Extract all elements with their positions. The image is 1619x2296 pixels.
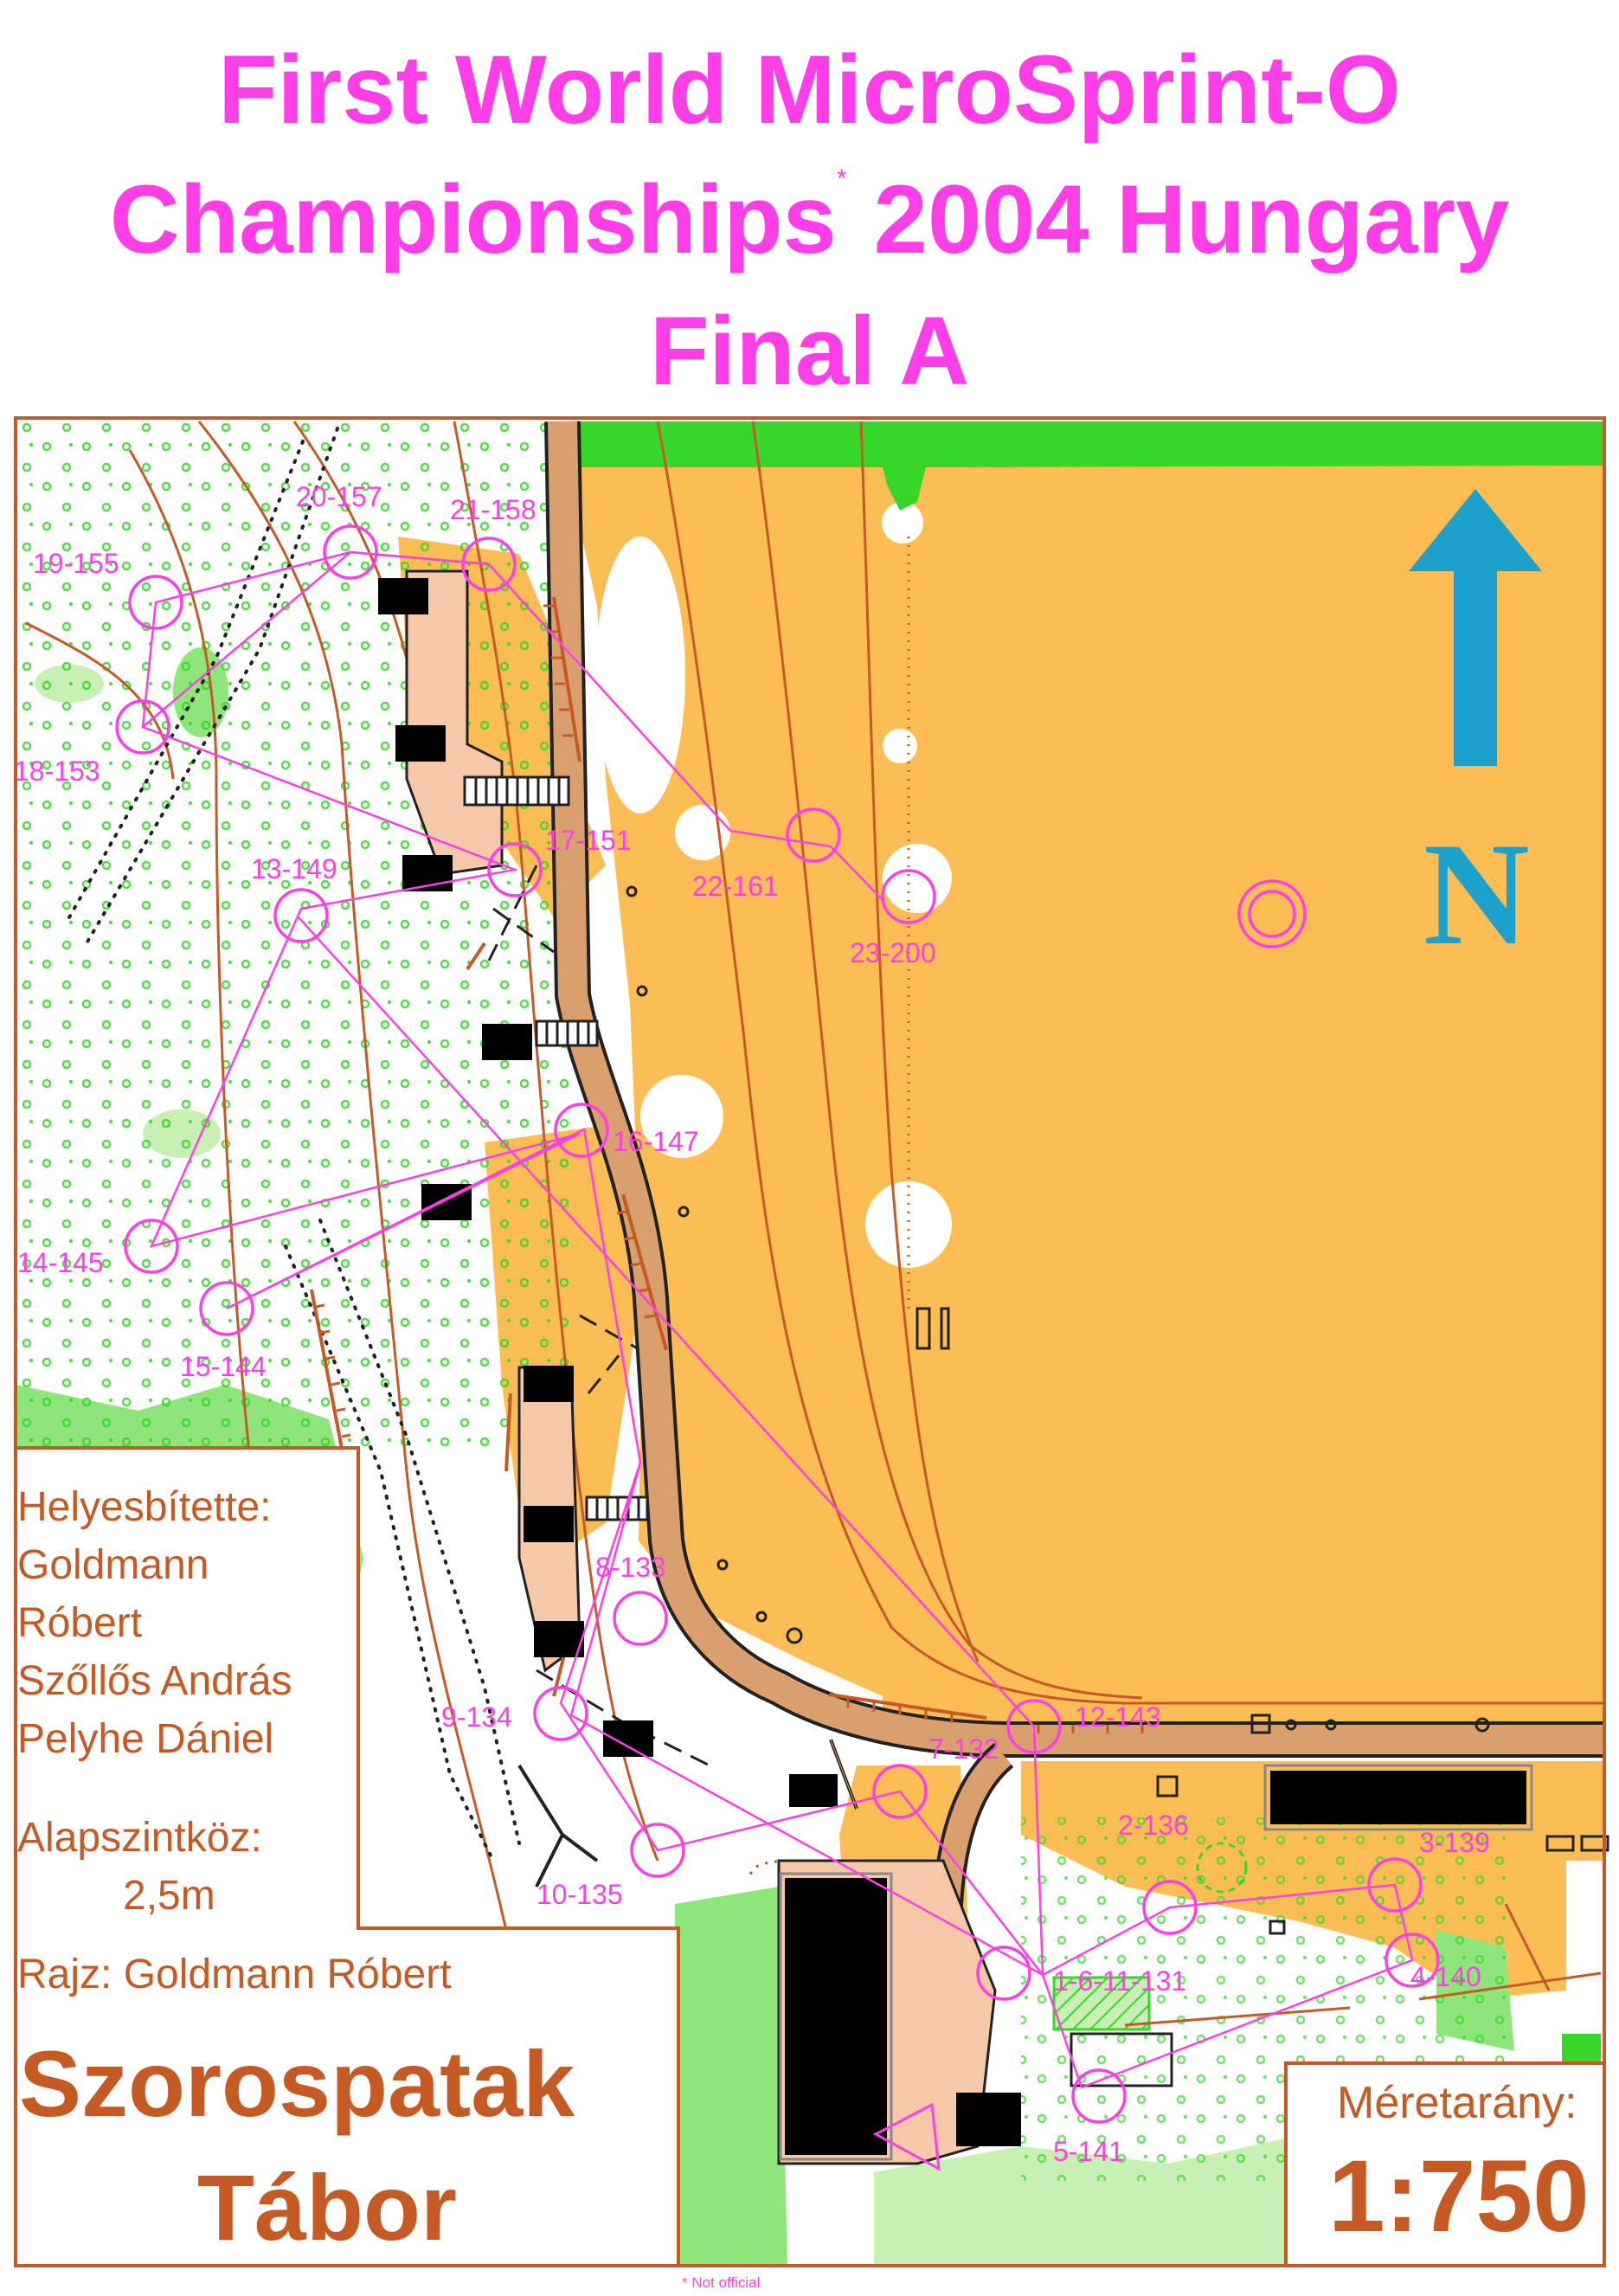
- corrector-name: Szőllős András: [17, 1658, 292, 1704]
- north-letter: N: [1423, 813, 1530, 975]
- title-line-1: First World MicroSprint-O: [218, 35, 1401, 144]
- control-label: 23-200: [850, 937, 936, 968]
- contour-value: 2,5m: [123, 1873, 215, 1919]
- building-large: [785, 1878, 887, 2155]
- contour-fragments: [1124, 1903, 1602, 2027]
- drawing-credit: Rajz: Goldmann Róbert: [17, 1952, 452, 1997]
- building: [524, 1366, 574, 1402]
- start-triangle: [872, 2102, 941, 2171]
- control-label: 17-151: [545, 825, 632, 856]
- building: [524, 1506, 574, 1542]
- control-label: 10-135: [536, 1879, 623, 1910]
- clearing: [882, 502, 923, 543]
- forest-north: [578, 421, 1603, 511]
- corrector-name: Pelyhe Dániel: [17, 1716, 274, 1762]
- corrector-name: Róbert: [17, 1600, 143, 1646]
- corrector-name: Goldmann: [17, 1542, 209, 1588]
- small-features: [626, 885, 1609, 1935]
- control-label: 15-144: [180, 1351, 267, 1382]
- finish-inner-circle: [1248, 890, 1296, 938]
- control-label: 12-143: [1075, 1701, 1161, 1733]
- course-leg: [559, 1462, 1044, 1976]
- clearing: [883, 729, 917, 763]
- control-label: 22-161: [692, 871, 779, 902]
- control-label: 7-132: [928, 1733, 999, 1765]
- building: [395, 725, 446, 762]
- control-label: 4-140: [1410, 1961, 1481, 1992]
- corrected-by-label: Helyesbítette:: [17, 1484, 272, 1530]
- building-long: [1270, 1771, 1526, 1824]
- control-label: 3-139: [1419, 1827, 1490, 1858]
- title-line-3: Final A: [649, 297, 970, 405]
- building: [789, 1774, 838, 1807]
- building-outline: [779, 1872, 893, 2161]
- scale-box-border: [1284, 2061, 1604, 2266]
- north-arrow-icon: [1409, 489, 1542, 766]
- clearing: [865, 1181, 952, 1268]
- control-circles: [115, 524, 1440, 2124]
- vegetation-hatch: [1052, 1976, 1151, 2031]
- bank-ticks: [315, 604, 1144, 1733]
- building: [482, 1024, 532, 1060]
- course: [115, 524, 1440, 2171]
- control-label: 2-136: [1118, 1810, 1189, 1841]
- legend-border: [16, 1446, 680, 2266]
- control-label: 18-153: [14, 756, 100, 787]
- north-arrow: N: [1409, 489, 1542, 975]
- clearing: [640, 1075, 723, 1158]
- map-frame: [14, 416, 1606, 2267]
- control-label: 1-6-11-131: [1053, 1965, 1186, 1997]
- control-label: 19-155: [33, 548, 119, 579]
- staircases: [463, 775, 649, 1521]
- control-label: 8-133: [595, 1552, 666, 1583]
- control-label: 21-158: [450, 494, 536, 525]
- building-outline: [1263, 1764, 1533, 1831]
- scale-box: [1286, 2063, 1604, 2266]
- building: [378, 578, 428, 614]
- place-name-line-1: Szorospatak: [19, 2031, 575, 2136]
- place-name-line-2: Tábor: [197, 2155, 458, 2260]
- control-label: 13-149: [251, 853, 337, 884]
- main-road: [548, 421, 1603, 1754]
- course-leg: [142, 550, 490, 728]
- scale-value: 1:750: [1328, 2139, 1590, 2254]
- control-label: 20-157: [296, 481, 382, 512]
- building: [603, 1720, 653, 1757]
- scale-label: Méretarány:: [1337, 2078, 1577, 2128]
- not-official-marker: *: [836, 164, 847, 193]
- road-branch-fill: [830, 1739, 858, 1810]
- clearing-strip: [595, 537, 685, 814]
- path-junction: [517, 1764, 599, 1888]
- building: [534, 1621, 584, 1657]
- legend-box: [16, 1448, 678, 2266]
- title-line-2: Championships* 2004 Hungary: [109, 164, 1510, 273]
- clearing: [883, 844, 952, 913]
- contour-label: Alapszintköz:: [17, 1815, 262, 1861]
- open-land: [578, 421, 1603, 1740]
- dotted-paths: [67, 427, 521, 1862]
- control-label: 16-147: [613, 1126, 699, 1157]
- control-labels: 19-155 20-157 21-158 18-153 17-151 13-14…: [14, 481, 1490, 2167]
- building: [956, 2093, 1021, 2146]
- control-label: 9-134: [441, 1701, 512, 1733]
- forest-south: [675, 1887, 787, 2266]
- control-label: 14-145: [17, 1247, 104, 1278]
- contour-interval: Alapszintköz: 2,5m: [17, 1809, 262, 1925]
- footnote: * Not official: [682, 2274, 761, 2291]
- depression: [1196, 1842, 1248, 1894]
- credits-block: Helyesbítette: Goldmann Róbert Szőllős A…: [17, 1478, 292, 1768]
- finish-outer-circle: [1237, 879, 1307, 949]
- control-label: 5-141: [1053, 2136, 1124, 2167]
